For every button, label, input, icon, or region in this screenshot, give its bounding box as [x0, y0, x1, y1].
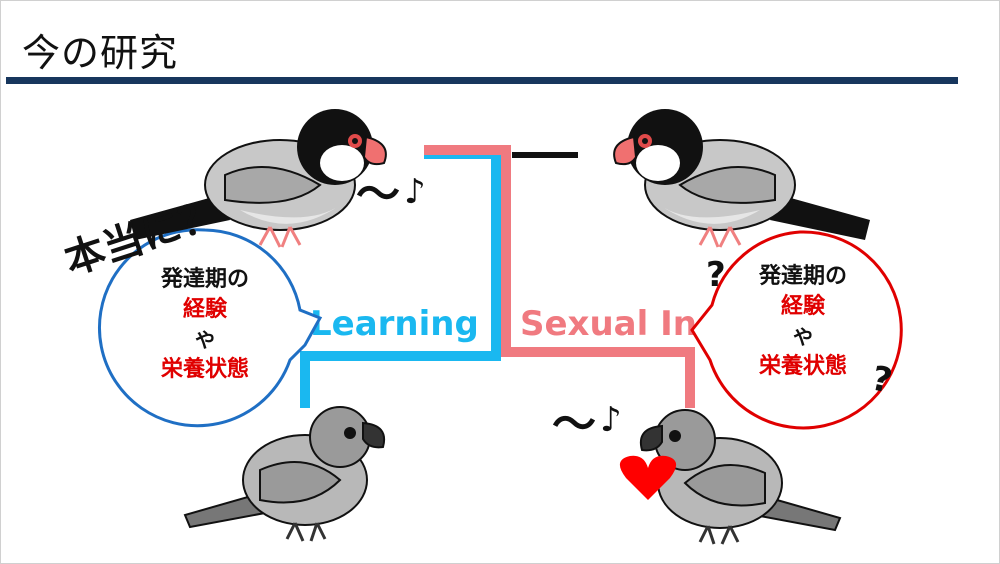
right-bubble-line1: 発達期の: [758, 264, 847, 289]
heart-icon: [619, 455, 677, 500]
music-note-icon: ♪: [404, 172, 426, 212]
tilde-mark: ～: [552, 399, 596, 450]
left-bubble-line1: 発達期の: [160, 267, 249, 292]
right-bubble-line3: や: [793, 325, 813, 349]
slide-title: 今の研究: [22, 31, 179, 75]
left-bubble-line2: 経験: [182, 297, 227, 322]
java-sparrow-juvenile-icon: [183, 405, 386, 543]
title-underline: [6, 77, 958, 84]
left-speech-bubble: [98, 228, 323, 428]
right-bubble-text: 発達期の 経験 や 栄養状態: [718, 262, 888, 382]
left-bubble-text: 発達期の 経験 や 栄養状態: [120, 265, 290, 385]
right-bubble-line2: 経験: [780, 294, 825, 319]
music-note-icon: ♪: [600, 400, 622, 440]
java-sparrow-adult-icon: [612, 107, 872, 249]
tilde-mark: ～: [356, 169, 400, 220]
question-mark: ?: [706, 255, 726, 295]
sexual-label: Sexual In: [520, 304, 697, 344]
left-bubble-line4: 栄養状態: [160, 357, 249, 382]
sexual-path-line: [424, 145, 695, 408]
left-bubble-line3: や: [195, 328, 215, 352]
right-bubble-line4: 栄養状態: [758, 354, 847, 379]
learning-label: Learning: [310, 304, 479, 344]
right-speech-bubble: [690, 230, 903, 430]
